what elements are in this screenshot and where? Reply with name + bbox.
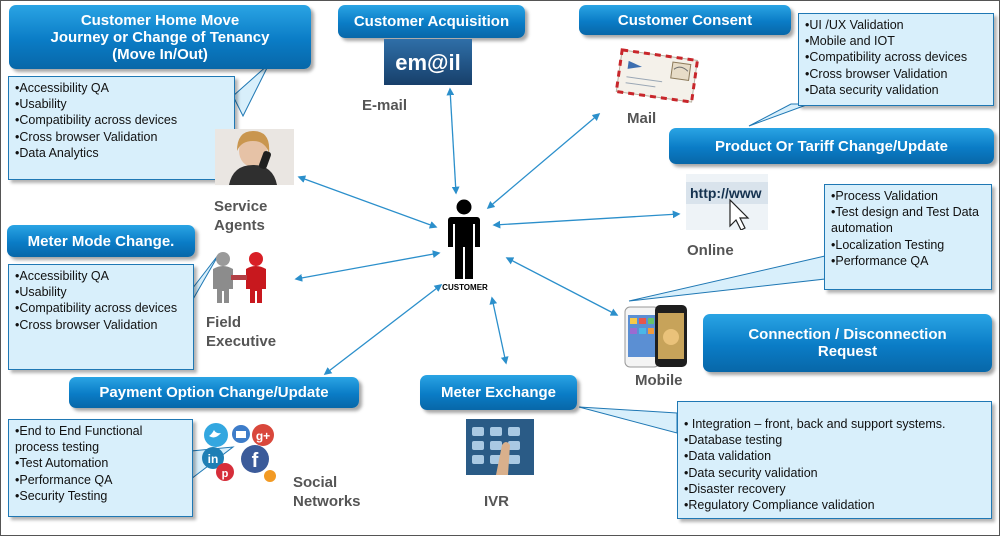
online-callout-pointer — [628, 255, 826, 302]
consent-callout-pointer — [748, 103, 810, 127]
callout-item: •Data validation — [684, 449, 772, 464]
email-label: E-mail — [362, 97, 408, 114]
callout-item: •Compatibility across devices — [15, 301, 178, 316]
home-move-line2: Journey or Change of Tenancy — [50, 28, 270, 46]
meter-exchange-callout: • Integration – front, back and support … — [677, 401, 992, 519]
service-agents-line2: Agents — [214, 217, 265, 234]
callout-item: •Data Analytics — [15, 145, 99, 160]
connection-disconnection-pill: Connection / Disconnection Request — [703, 314, 992, 372]
email-icon: em@il — [384, 39, 472, 85]
arrow-to-ivr — [489, 296, 509, 365]
home-move-line1: Customer Home Move — [80, 11, 240, 29]
callout-item: •Test Automation — [15, 456, 109, 471]
field-executive-line2: Executive — [206, 333, 277, 350]
ivr-keypad-icon — [466, 419, 534, 475]
field-executive-label: Field Executive — [206, 313, 276, 351]
payment-callout: •End to End Functional process testing •… — [8, 419, 193, 517]
tariff-change-title: Product Or Tariff Change/Update — [714, 137, 949, 155]
social-network-icons: g+ in f p — [199, 421, 281, 483]
field-executive-icon — [201, 249, 277, 305]
callout-item: •Disaster recovery — [684, 481, 786, 496]
meter-mode-change-title: Meter Mode Change. — [27, 232, 175, 250]
arrow-to-agents — [297, 175, 438, 229]
arrow-to-email — [446, 87, 460, 195]
service-agents-label: Service Agents — [214, 197, 267, 235]
svg-text:p: p — [222, 468, 229, 480]
callout-item: •Cross browser Validation — [15, 317, 158, 332]
social-networks-line1: Social — [293, 474, 338, 491]
online-label: Online — [687, 242, 734, 259]
callout-item: •Process Validation — [831, 189, 938, 203]
social-networks-label: Social Networks — [293, 473, 361, 511]
svg-text:f: f — [252, 450, 259, 472]
payment-option-title: Payment Option Change/Update — [99, 384, 329, 401]
callout-item: •Usability — [15, 97, 67, 112]
svg-text:g+: g+ — [256, 429, 270, 443]
callout-item: •Compatibility across devices — [805, 50, 968, 65]
meter-mode-change-pill: Meter Mode Change. — [7, 225, 195, 257]
home-move-callout: •Accessibility QA •Usability •Compatibil… — [8, 76, 235, 180]
callout-item: •Test design and Test Data automation — [831, 205, 979, 236]
callout-item: •Performance QA — [15, 472, 113, 487]
callout-item: •Database testing — [684, 433, 783, 448]
field-executive-line1: Field — [206, 314, 242, 331]
callout-item: •Localization Testing — [831, 237, 945, 252]
customer-acquisition-title: Customer Acquisition — [353, 13, 510, 30]
svg-text:in: in — [208, 452, 219, 466]
home-move-line3: (Move In/Out) — [112, 45, 208, 63]
arrow-to-mail — [486, 112, 601, 210]
customer-consent-pill: Customer Consent — [579, 5, 791, 35]
mail-envelope-icon — [613, 47, 701, 103]
ivr-label: IVR — [484, 493, 510, 510]
callout-item: •Mobile and IOT — [805, 34, 895, 49]
browser-url-icon: http://www — [686, 174, 768, 230]
meter-exchange-pill: Meter Exchange — [420, 375, 577, 410]
meter-mode-callout: •Accessibility QA •Usability •Compatibil… — [8, 264, 194, 370]
customer-acquisition-pill: Customer Acquisition — [338, 5, 525, 38]
arrow-to-mobile — [505, 257, 619, 316]
callout-item: •Data security validation — [805, 82, 939, 97]
consent-callout: •UI /UX Validation •Mobile and IOT •Comp… — [798, 13, 994, 106]
mobile-label: Mobile — [635, 372, 683, 389]
callout-item: •Usability — [15, 285, 67, 300]
connection-line2: Request — [817, 343, 878, 360]
service-agent-photo — [215, 129, 294, 185]
arrow-to-field — [294, 250, 441, 282]
callout-item: •Accessibility QA — [15, 269, 109, 283]
email-icon-text: em@il — [395, 50, 460, 75]
meter-exchange-callout-pointer — [578, 406, 678, 434]
arrow-to-online — [492, 210, 681, 229]
arrow-to-social — [323, 284, 443, 375]
callout-item: •Regulatory Compliance validation — [684, 498, 875, 513]
service-agents-line1: Service — [214, 198, 268, 215]
callout-item: •UI /UX Validation — [805, 18, 904, 32]
social-networks-line2: Networks — [293, 493, 361, 510]
home-move-callout-pointer — [232, 63, 270, 118]
callout-item: •Performance QA — [831, 253, 929, 268]
callout-item: •End to End Functional process testing — [15, 424, 143, 455]
customer-person-icon — [443, 199, 485, 281]
callout-item: •Cross browser Validation — [805, 66, 948, 81]
meter-exchange-title: Meter Exchange — [440, 384, 557, 401]
payment-option-pill: Payment Option Change/Update — [69, 377, 359, 408]
customer-label: CUSTOMER — [442, 283, 488, 292]
smartphones-icon — [623, 303, 689, 369]
callout-item: •Cross browser Validation — [15, 129, 158, 144]
browser-url-text: http://www — [690, 185, 762, 201]
callout-item: •Data security validation — [684, 465, 818, 480]
tariff-change-pill: Product Or Tariff Change/Update — [669, 128, 994, 164]
callout-item: •Security Testing — [15, 488, 108, 503]
online-callout: •Process Validation •Test design and Tes… — [824, 184, 992, 290]
callout-item: •Compatibility across devices — [15, 113, 178, 128]
callout-item: •Accessibility QA — [15, 81, 109, 95]
home-move-journey-pill: Customer Home Move Journey or Change of … — [9, 5, 311, 69]
connection-line1: Connection / Disconnection — [748, 326, 947, 343]
callout-item: • Integration – front, back and support … — [684, 417, 946, 431]
mail-label: Mail — [627, 110, 657, 127]
customer-consent-title: Customer Consent — [617, 11, 753, 29]
